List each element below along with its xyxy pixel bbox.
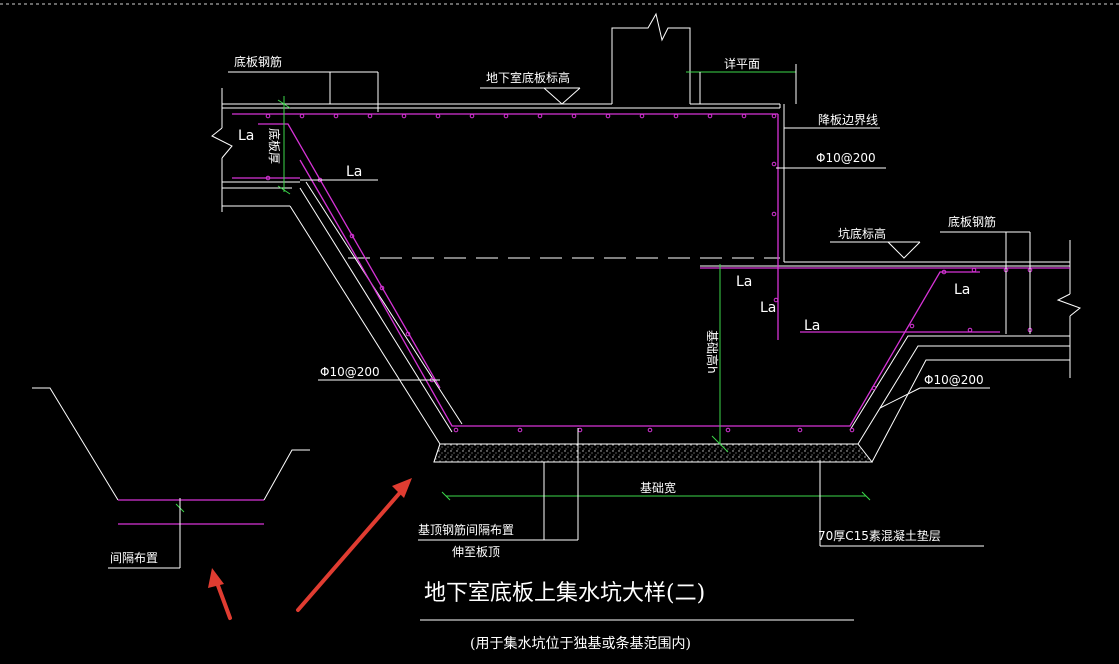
detail-sketch	[32, 387, 310, 569]
dimension-lines	[175, 71, 871, 513]
cushion-layer	[433, 443, 874, 463]
label-bottom-rebar-right: 底板钢筋	[948, 214, 996, 229]
label-top-rebar-spacing: 基顶钢筋间隔布置	[418, 522, 514, 537]
label-la-5: La	[954, 282, 970, 298]
label-la-1: La	[238, 128, 254, 144]
label-rebar-spec-3: Φ10@200	[924, 373, 984, 387]
label-alternate-layout: 间隔布置	[110, 551, 158, 565]
rebar-lines	[232, 113, 1070, 427]
label-extend-to-top: 伸至板顶	[452, 545, 500, 559]
annotation-arrows	[208, 478, 412, 620]
label-see-plan: 详平面	[724, 56, 760, 71]
label-rebar-spec-1: Φ10@200	[816, 151, 876, 165]
label-la-2: La	[346, 164, 362, 180]
label-basement-slab-elev: 地下室底板标高	[486, 70, 570, 85]
label-foundation-width: 基础宽	[640, 480, 676, 495]
leader-lines	[228, 64, 1031, 621]
label-foundation-height: 基础高h	[705, 330, 720, 374]
label-la-6: La	[804, 318, 820, 334]
concrete-outline	[211, 12, 1082, 463]
label-cushion: 70厚C15素混凝土垫层	[818, 528, 941, 543]
label-la-4: La	[760, 300, 776, 316]
label-pit-bottom-elev: 坑底标高	[838, 226, 886, 241]
label-la-3: La	[736, 274, 752, 290]
label-rebar-spec-2: Φ10@200	[320, 365, 380, 379]
label-slab-thickness: 底板厚	[267, 128, 282, 164]
rebar-dots	[265, 113, 1033, 433]
drawing-title: 地下室底板上集水坑大样(二)	[424, 581, 705, 606]
drawing-subtitle: (用于集水坑位于独基或条基范围内)	[470, 635, 691, 652]
label-depressed-slab-line: 降板边界线	[818, 113, 878, 127]
label-bottom-rebar-left: 底板钢筋	[234, 54, 282, 69]
